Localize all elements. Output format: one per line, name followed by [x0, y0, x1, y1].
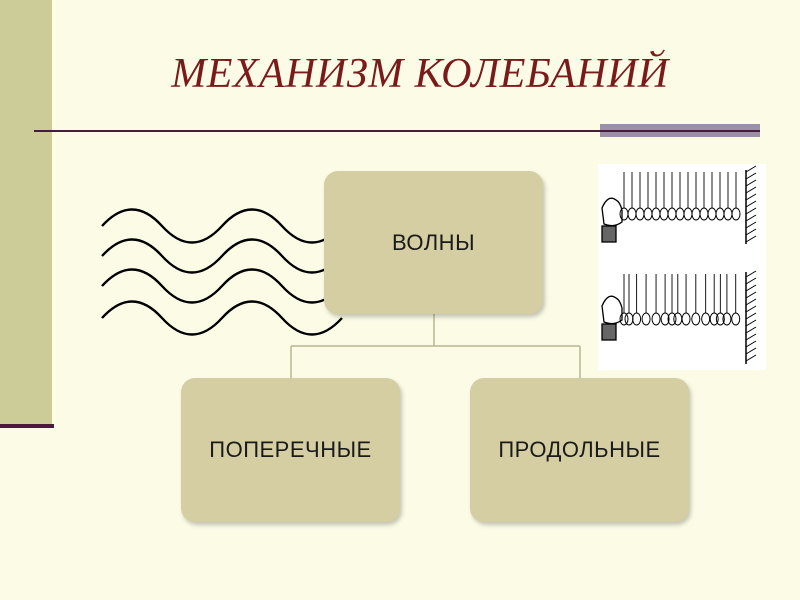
wave-line	[101, 300, 343, 336]
wave-line	[101, 208, 343, 244]
hand-icon	[601, 197, 623, 243]
title-accent-line	[600, 130, 760, 132]
wave-line	[101, 238, 343, 274]
node-transverse-label: ПОПЕРЕЧНЫЕ	[209, 437, 372, 462]
node-transverse: ПОПЕРЕЧНЫЕ	[181, 378, 400, 522]
spring-row-bottom	[619, 274, 741, 326]
node-waves-label: ВОЛНЫ	[391, 229, 476, 255]
node-longitudinal-label: ПРОДОЛЬНЫЕ	[498, 437, 661, 462]
spring-wave-drawing	[601, 165, 757, 364]
sidebar-bottom-rule	[0, 424, 54, 428]
left-sidebar-bar	[0, 0, 52, 428]
title-divider	[34, 130, 760, 132]
hand-icon	[601, 295, 623, 341]
node-longitudinal: ПРОДОЛЬНЫЕ	[470, 378, 689, 522]
wave-line	[101, 268, 343, 304]
spring-illustration	[598, 164, 766, 370]
node-waves: ВОЛНЫ	[324, 171, 543, 314]
spring-row-top	[619, 172, 741, 221]
slide-title: МЕХАНИЗМ КОЛЕБАНИЙ	[171, 51, 669, 97]
transverse-wave-illustration	[101, 208, 343, 336]
